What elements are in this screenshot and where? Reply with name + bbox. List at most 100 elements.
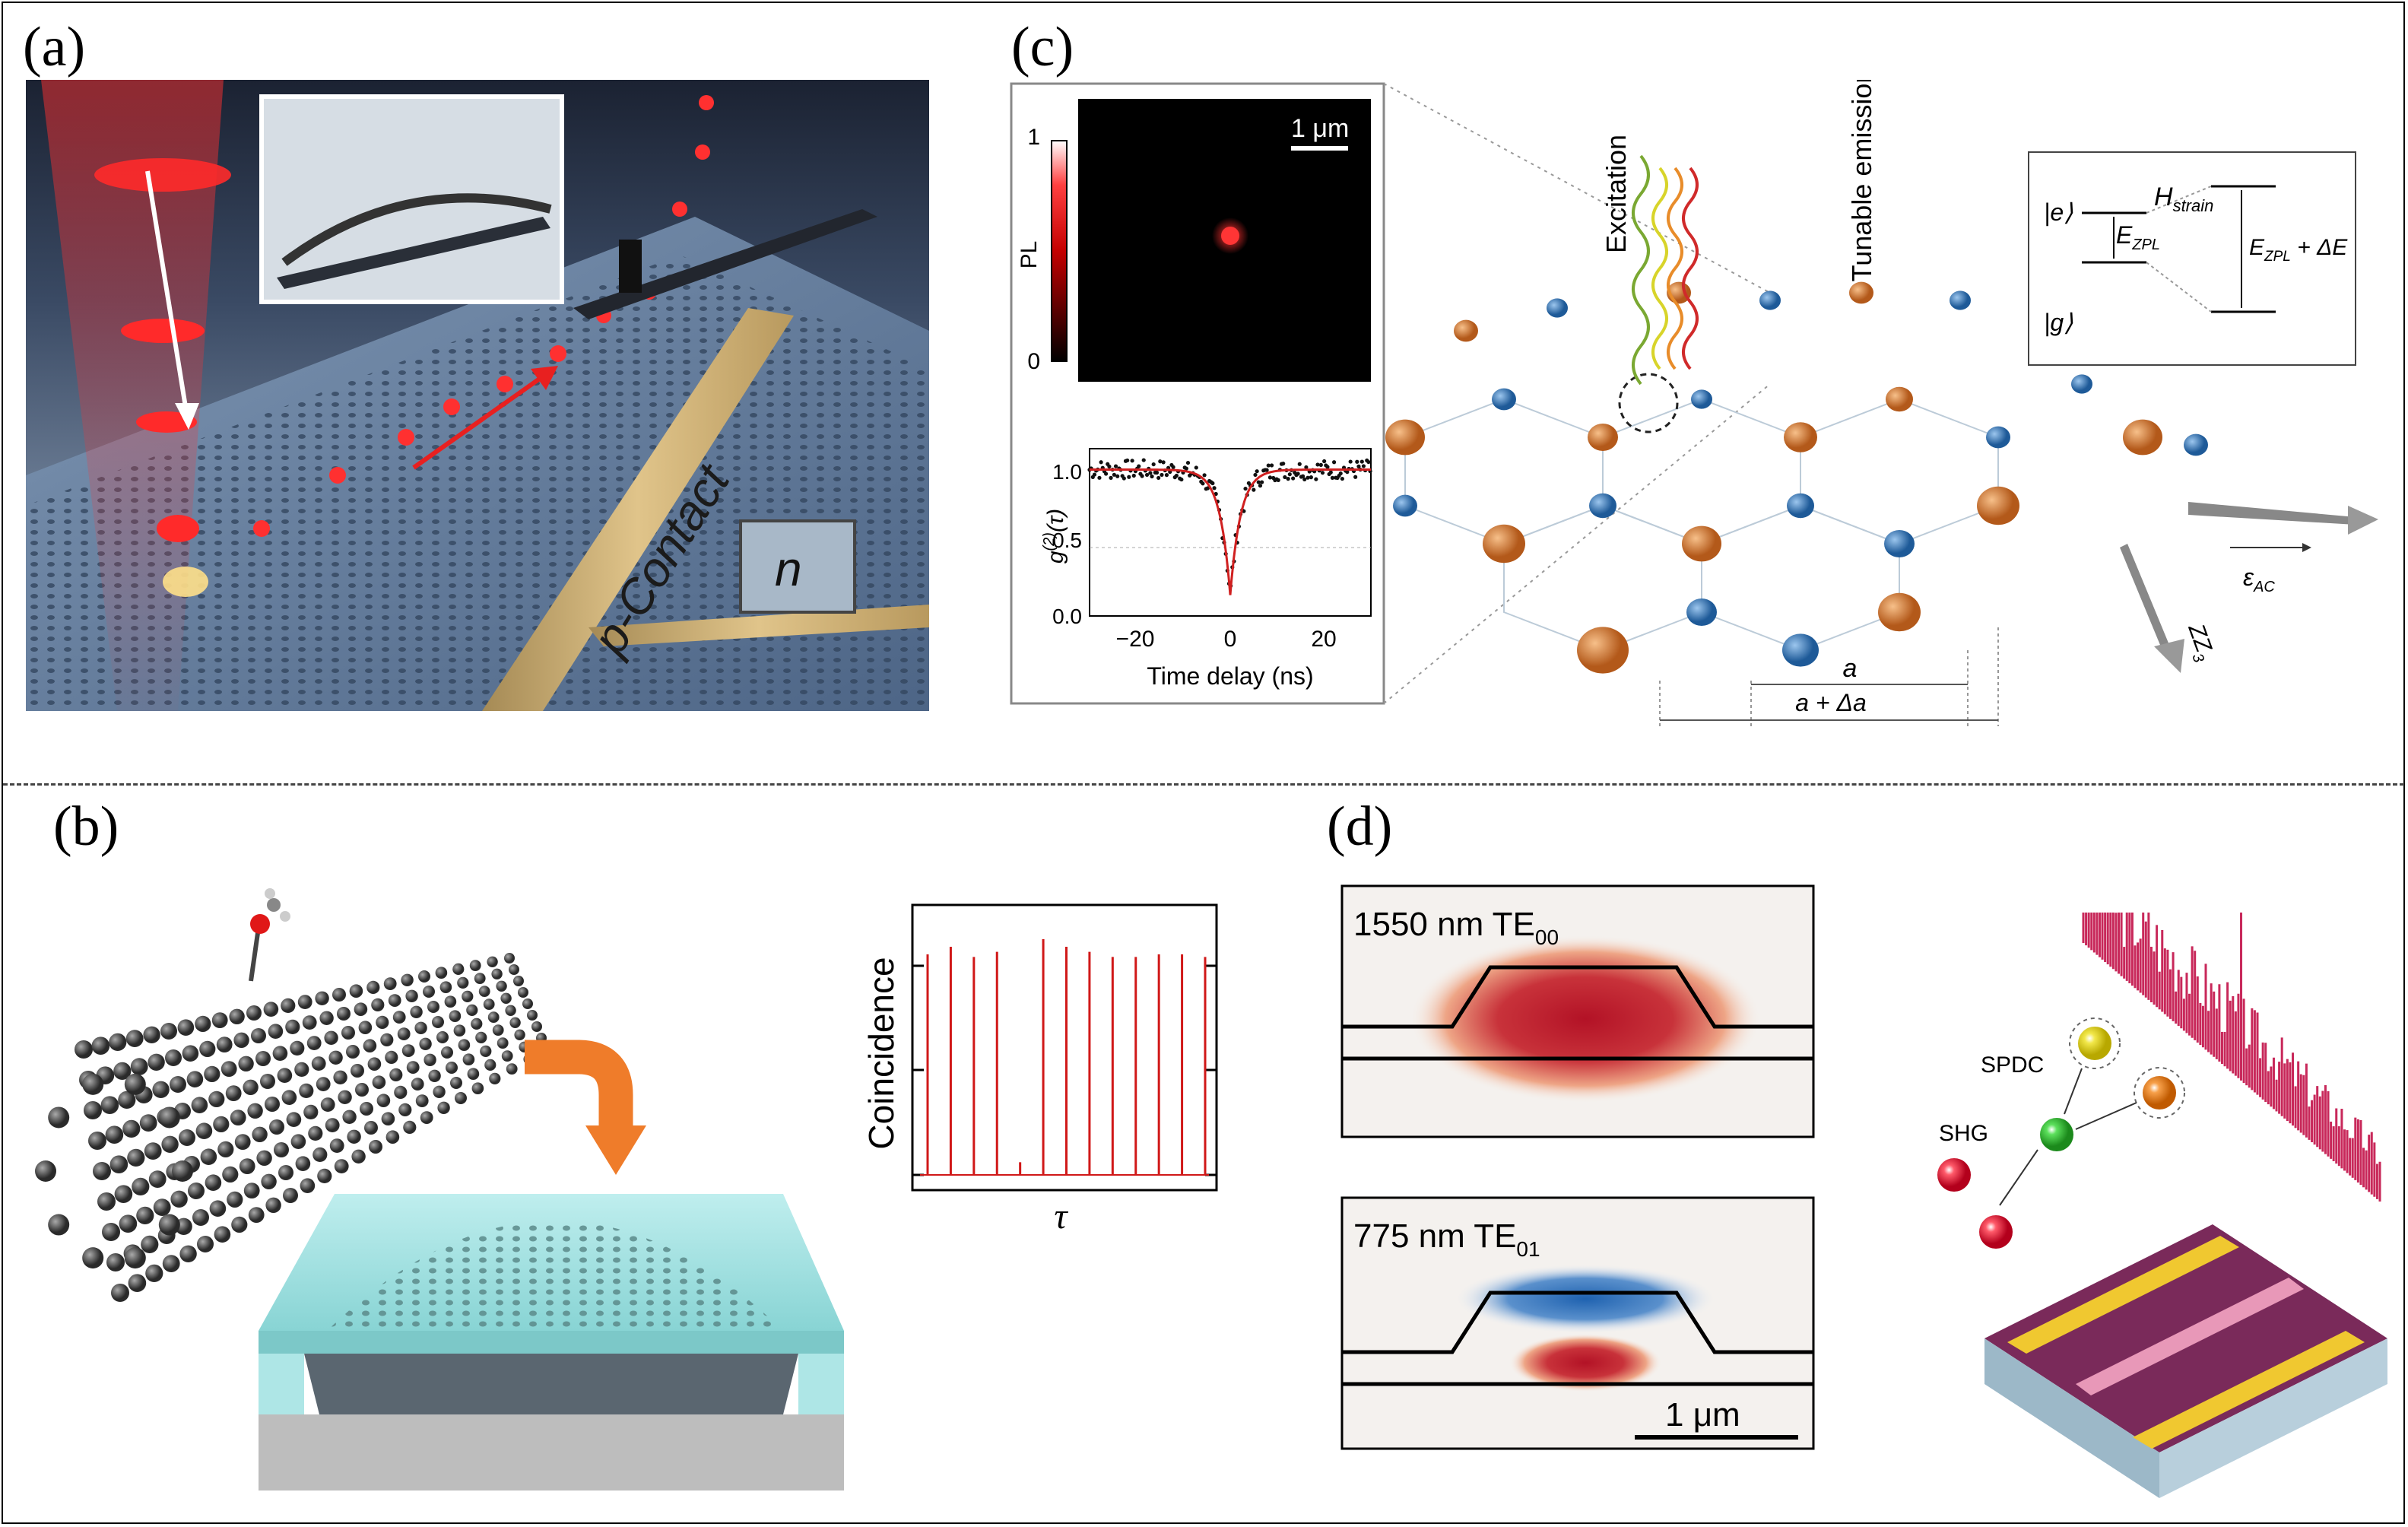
- g2-ytick-3: 0.0: [1052, 605, 1082, 628]
- nanotube-atom: [136, 1206, 154, 1224]
- nanotube-atom: [88, 1132, 106, 1150]
- panel-b-illustration: [35, 888, 844, 1490]
- nanotube-atom: [492, 1024, 504, 1036]
- nanotube-atom: [82, 1247, 104, 1269]
- nanotube-atom: [531, 1021, 542, 1032]
- nanotube-atom: [144, 1142, 162, 1160]
- nanotube-atom: [225, 1085, 242, 1101]
- nanotube-atom: [125, 1030, 144, 1047]
- g2-data-point: [1243, 486, 1248, 491]
- g2-data-point: [1359, 459, 1364, 464]
- nanotube-atom: [471, 1017, 483, 1030]
- lattice-atom: [1986, 426, 2010, 449]
- nanotube-atom: [143, 1026, 160, 1043]
- nanotube-atom: [427, 1001, 439, 1013]
- g2-data-point: [1184, 466, 1188, 471]
- nanotube-atom: [364, 1121, 378, 1135]
- nanotube-atom: [406, 1061, 420, 1074]
- nanotube-atom: [446, 1062, 458, 1074]
- colorbar-label: PL: [1017, 241, 1042, 269]
- nanotube-atom: [186, 1071, 204, 1087]
- nanotube-atom: [132, 1177, 150, 1195]
- g2-data-point: [1302, 477, 1307, 482]
- g2-data-point: [1353, 475, 1358, 479]
- pl-scale-bar: 1 μm: [1291, 114, 1349, 143]
- nanotube-atom: [410, 1005, 423, 1018]
- g2-data-point: [1156, 475, 1161, 481]
- g2-data-point: [1171, 465, 1175, 469]
- nanotube-atom: [483, 998, 495, 1010]
- nanotube-atom: [158, 1214, 180, 1236]
- nanotube-atom: [369, 1140, 382, 1154]
- nanotube-atom: [170, 1076, 186, 1093]
- nanotube-atom: [229, 1008, 245, 1024]
- nanotube-atom: [251, 1028, 266, 1043]
- nanotube-atom: [256, 1150, 272, 1166]
- g2-data-point: [1345, 470, 1350, 475]
- nanotube-atom: [432, 1016, 444, 1028]
- g2-xtick-3: 20: [1311, 627, 1336, 652]
- panel-label-b: (b): [53, 795, 119, 858]
- nanotube-atom: [299, 1083, 314, 1098]
- nanotube-atom: [214, 1226, 231, 1243]
- nanotube-atom: [436, 1031, 449, 1043]
- g2-data-point: [1179, 477, 1184, 482]
- panel-d-mode-profiles: 1550 nm TE00 775 nm TE01 1 μm: [1340, 884, 1815, 1450]
- nanotube-atom: [211, 1012, 228, 1028]
- nanotube-atom: [453, 1024, 466, 1037]
- nanotube-atom: [317, 1168, 332, 1183]
- nanotube-atom: [398, 1103, 412, 1116]
- nanotube-atom: [383, 977, 397, 990]
- nanotube-atom: [475, 1031, 487, 1043]
- nanotube-atom: [243, 1079, 259, 1095]
- nanotube-atom: [527, 1010, 538, 1021]
- g2-data-point: [1269, 463, 1274, 468]
- g2-data-point: [1318, 462, 1323, 467]
- nanotube-atom: [437, 1101, 450, 1114]
- nanotube-atom: [179, 1129, 195, 1146]
- nanotube-atom: [109, 1155, 128, 1173]
- nanotube-atom: [308, 1125, 323, 1141]
- g2-data-point: [1258, 484, 1263, 488]
- nanotube-atom: [162, 1255, 180, 1272]
- nanotube-atom: [231, 1216, 248, 1233]
- g2-data-point: [1099, 460, 1103, 465]
- nanotube-atom: [458, 1039, 471, 1051]
- g2-data-point: [1158, 459, 1163, 464]
- nanotube-atom: [313, 1147, 328, 1162]
- nanotube-atom: [233, 1032, 249, 1048]
- lattice-a-label: a: [1843, 654, 1858, 683]
- nanotube-atom: [195, 1015, 211, 1032]
- g2-data-point: [1109, 475, 1113, 480]
- nanotube-atom: [263, 1002, 279, 1017]
- nanotube-atom: [281, 1090, 297, 1105]
- nanotube-atom: [455, 1092, 467, 1104]
- nanotube-atom: [397, 1027, 411, 1040]
- coincidence-chart: Coincidence τ: [861, 903, 1218, 1237]
- nanotube-atom: [319, 1011, 334, 1025]
- nanotube-atom: [170, 1190, 188, 1208]
- nanotube-atom: [227, 1191, 243, 1208]
- nanotube-atom: [419, 1037, 432, 1050]
- nanotube-atom: [420, 1111, 433, 1124]
- nanotube-atom: [48, 1106, 70, 1129]
- colorbar: [1051, 140, 1068, 362]
- g2-data-point: [1253, 472, 1258, 478]
- g2-data-point: [1283, 475, 1287, 480]
- nanotube-atom: [522, 998, 533, 1009]
- g2-data-point: [1267, 475, 1273, 480]
- nanotube-atom: [513, 976, 524, 986]
- g2-data-point: [1115, 474, 1120, 478]
- nanotube-atom: [381, 1112, 395, 1125]
- nanotube-atom: [394, 1085, 408, 1099]
- lattice-atom: [1492, 388, 1516, 411]
- nanotube-atom: [363, 1039, 377, 1052]
- g2-data-point: [1130, 459, 1134, 463]
- nanotube-atom: [487, 956, 498, 967]
- nanotube-atom: [376, 1094, 391, 1107]
- nanotube-atom: [265, 1197, 281, 1213]
- coincidence-axes: [911, 903, 1218, 1192]
- nanotube-atom: [75, 1040, 93, 1059]
- lattice-atom: [1589, 493, 1616, 519]
